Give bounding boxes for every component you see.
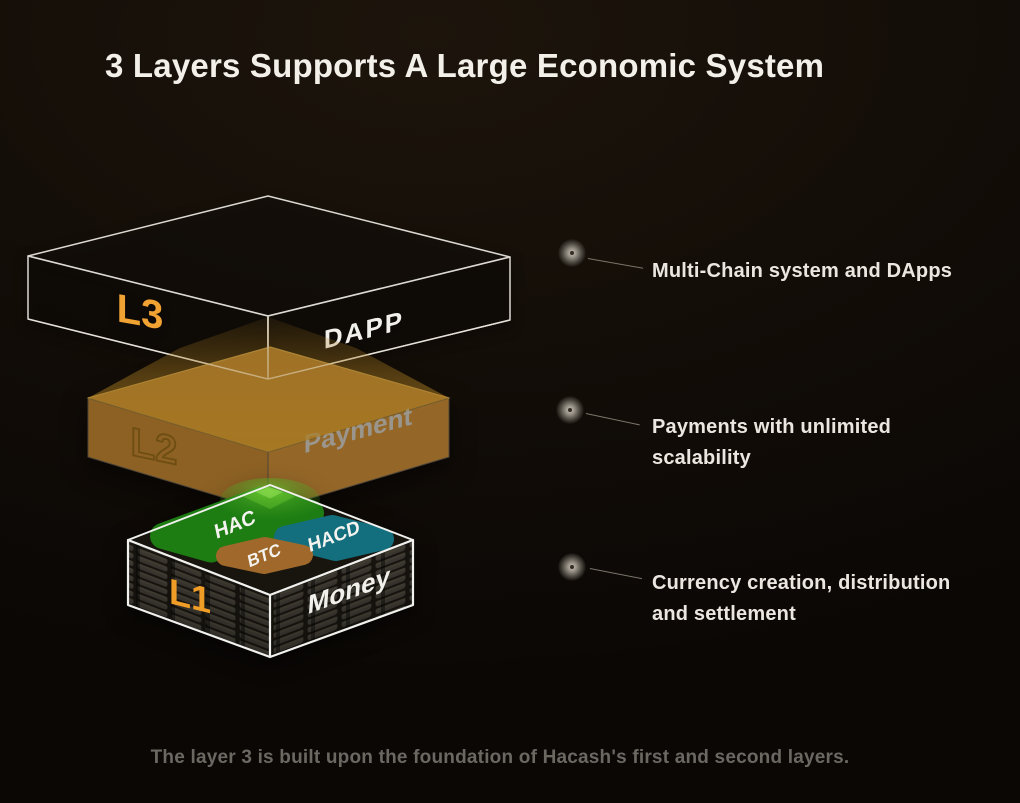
annotation-line: scalability — [652, 447, 751, 469]
glow-dot-icon — [558, 239, 586, 267]
chip-hacd — [274, 515, 394, 561]
chip-btc — [216, 537, 313, 574]
annotation-line: Payments with unlimited — [652, 416, 892, 438]
layer-l1-box: L1 Money HAC HACD BTC — [126, 478, 415, 659]
l2-label: L2 — [131, 418, 178, 473]
glow-dot-icon — [558, 553, 586, 581]
annotation-line: and settlement — [652, 603, 796, 625]
glow-dot-icon — [556, 396, 584, 424]
page-title: 3 Layers Supports A Large Economic Syste… — [105, 47, 825, 84]
l3-label: L3 — [117, 286, 164, 339]
l1-side-outlines — [126, 538, 415, 659]
gold-beam — [88, 317, 449, 452]
annotation-line: Multi-Chain system and DApps — [652, 260, 953, 282]
footer-caption: The layer 3 is built upon the foundation… — [150, 747, 850, 768]
green-glow-core — [256, 487, 283, 499]
annotation-line: Currency creation, distribution — [652, 572, 951, 594]
green-glow — [220, 478, 320, 522]
annotation-l3: Multi-Chain system and DApps — [652, 256, 952, 287]
l1-right-face-shade — [270, 540, 413, 657]
annotation-l2: Payments with unlimited scalability — [652, 412, 891, 474]
layers-diagram: L3 DAPP L2 Payment L1 Money HAC HACD BTC — [27, 195, 511, 659]
annotation-l1: Currency creation, distribution and sett… — [652, 568, 950, 630]
l1-left-face-shade — [128, 540, 270, 657]
